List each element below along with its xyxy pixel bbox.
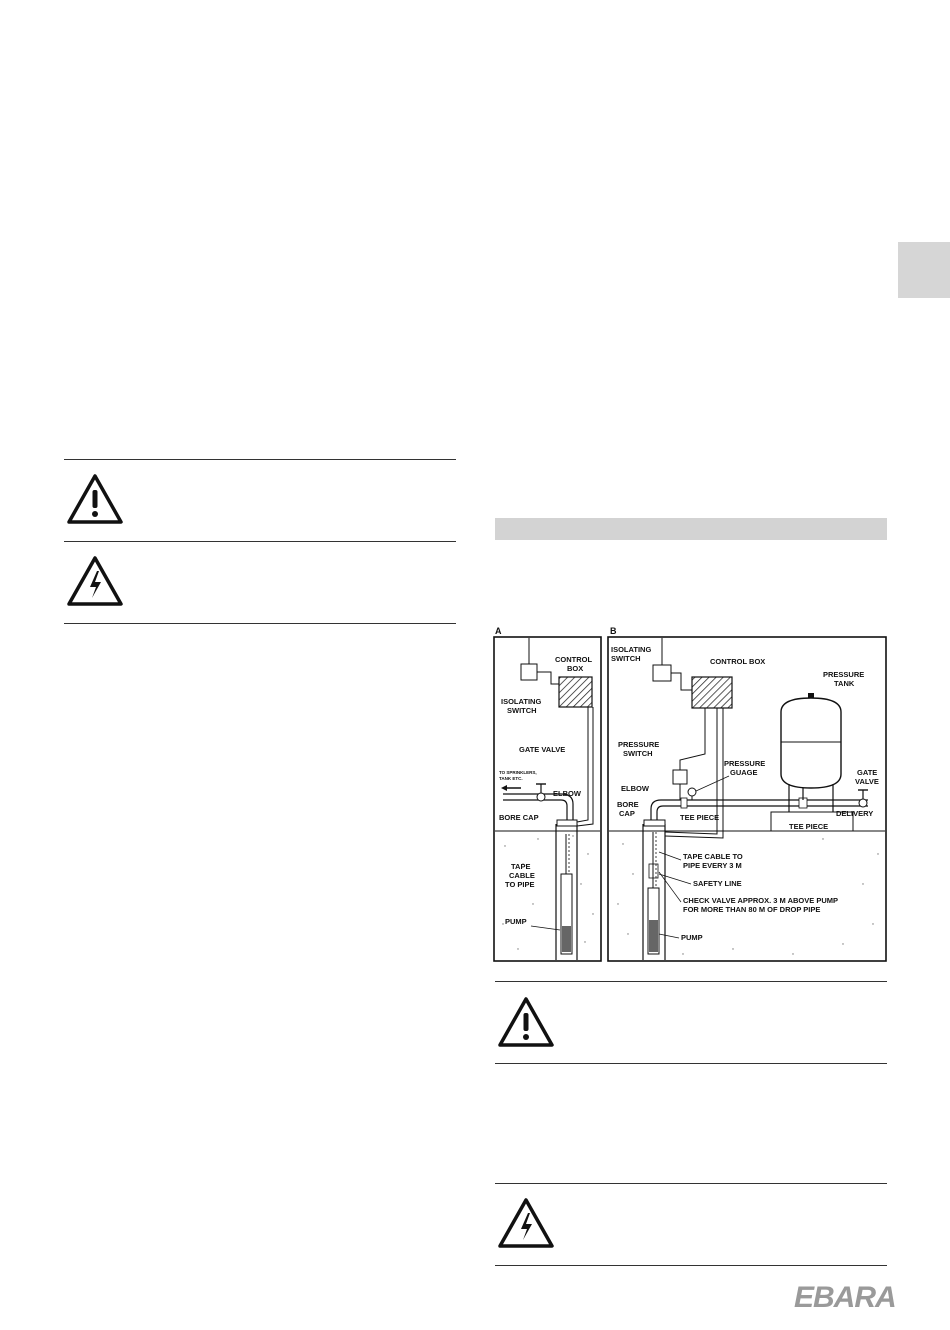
electrical-hazard-icon bbox=[66, 555, 124, 612]
label-check-valve-2: FOR MORE THAN 80 M OF DROP PIPE bbox=[683, 905, 820, 914]
label-gate-valve-a: GATE VALVE bbox=[519, 745, 565, 754]
installation-diagram: A B bbox=[493, 624, 887, 969]
divider bbox=[495, 1063, 887, 1064]
label-delivery: DELIVERY bbox=[836, 809, 873, 818]
label-isolating-switch-a: ISOLATING bbox=[501, 697, 541, 706]
label-bore-cap-a: BORE CAP bbox=[499, 813, 539, 822]
section-heading-bar bbox=[495, 518, 887, 540]
label-pressure-tank-2: TANK bbox=[834, 679, 855, 688]
label-pressure-tank: PRESSURE bbox=[823, 670, 864, 679]
divider bbox=[64, 623, 456, 624]
label-tee-piece-2: TEE PIECE bbox=[789, 822, 828, 831]
label-control-box-b: CONTROL BOX bbox=[710, 657, 765, 666]
divider bbox=[64, 541, 456, 542]
label-pump-b: PUMP bbox=[681, 933, 703, 942]
label-isolating-switch-b: ISOLATING bbox=[611, 645, 651, 654]
divider bbox=[64, 459, 456, 460]
label-bore-cap-b-2: CAP bbox=[619, 809, 635, 818]
label-bore-cap-b: BORE bbox=[617, 800, 639, 809]
label-gate-valve-b: GATE bbox=[857, 768, 877, 777]
label-pressure-guage: PRESSURE bbox=[724, 759, 765, 768]
label-tape-cable-b-2: PIPE EVERY 3 M bbox=[683, 861, 742, 870]
label-tape-cable-a-3: TO PIPE bbox=[505, 880, 534, 889]
panel-b-letter: B bbox=[610, 626, 617, 636]
label-isolating-switch-b-2: SWITCH bbox=[611, 654, 641, 663]
panel-a-letter: A bbox=[495, 626, 502, 636]
label-check-valve: CHECK VALVE APPROX. 3 M ABOVE PUMP bbox=[683, 896, 838, 905]
label-to-sprinklers: TO SPRINKLERS, bbox=[499, 770, 537, 775]
section-tab bbox=[898, 242, 950, 298]
label-elbow-b: ELBOW bbox=[621, 784, 650, 793]
label-pump-a: PUMP bbox=[505, 917, 527, 926]
label-to-sprinklers-2: TANK ETC. bbox=[499, 776, 523, 781]
divider bbox=[495, 981, 887, 982]
label-pressure-switch: PRESSURE bbox=[618, 740, 659, 749]
label-tape-cable-a-2: CABLE bbox=[509, 871, 535, 880]
label-pressure-guage-2: GUAGE bbox=[730, 768, 758, 777]
warning-icon bbox=[497, 996, 555, 1053]
label-control-box-a-2: BOX bbox=[567, 664, 583, 673]
label-tape-cable-a: TAPE bbox=[511, 862, 530, 871]
electrical-hazard-icon bbox=[497, 1197, 555, 1254]
divider bbox=[495, 1265, 887, 1266]
label-pressure-switch-2: SWITCH bbox=[623, 749, 653, 758]
label-safety-line: SAFETY LINE bbox=[693, 879, 742, 888]
label-isolating-switch-a-2: SWITCH bbox=[507, 706, 537, 715]
ebara-logo: EBARA bbox=[794, 1281, 897, 1314]
warning-icon bbox=[66, 473, 124, 530]
label-control-box-a: CONTROL bbox=[555, 655, 592, 664]
divider bbox=[495, 1183, 887, 1184]
label-tee-piece-1: TEE PIECE bbox=[680, 813, 719, 822]
label-elbow-a: ELBOW bbox=[553, 789, 582, 798]
label-gate-valve-b-2: VALVE bbox=[855, 777, 879, 786]
label-tape-cable-b: TAPE CABLE TO bbox=[683, 852, 743, 861]
